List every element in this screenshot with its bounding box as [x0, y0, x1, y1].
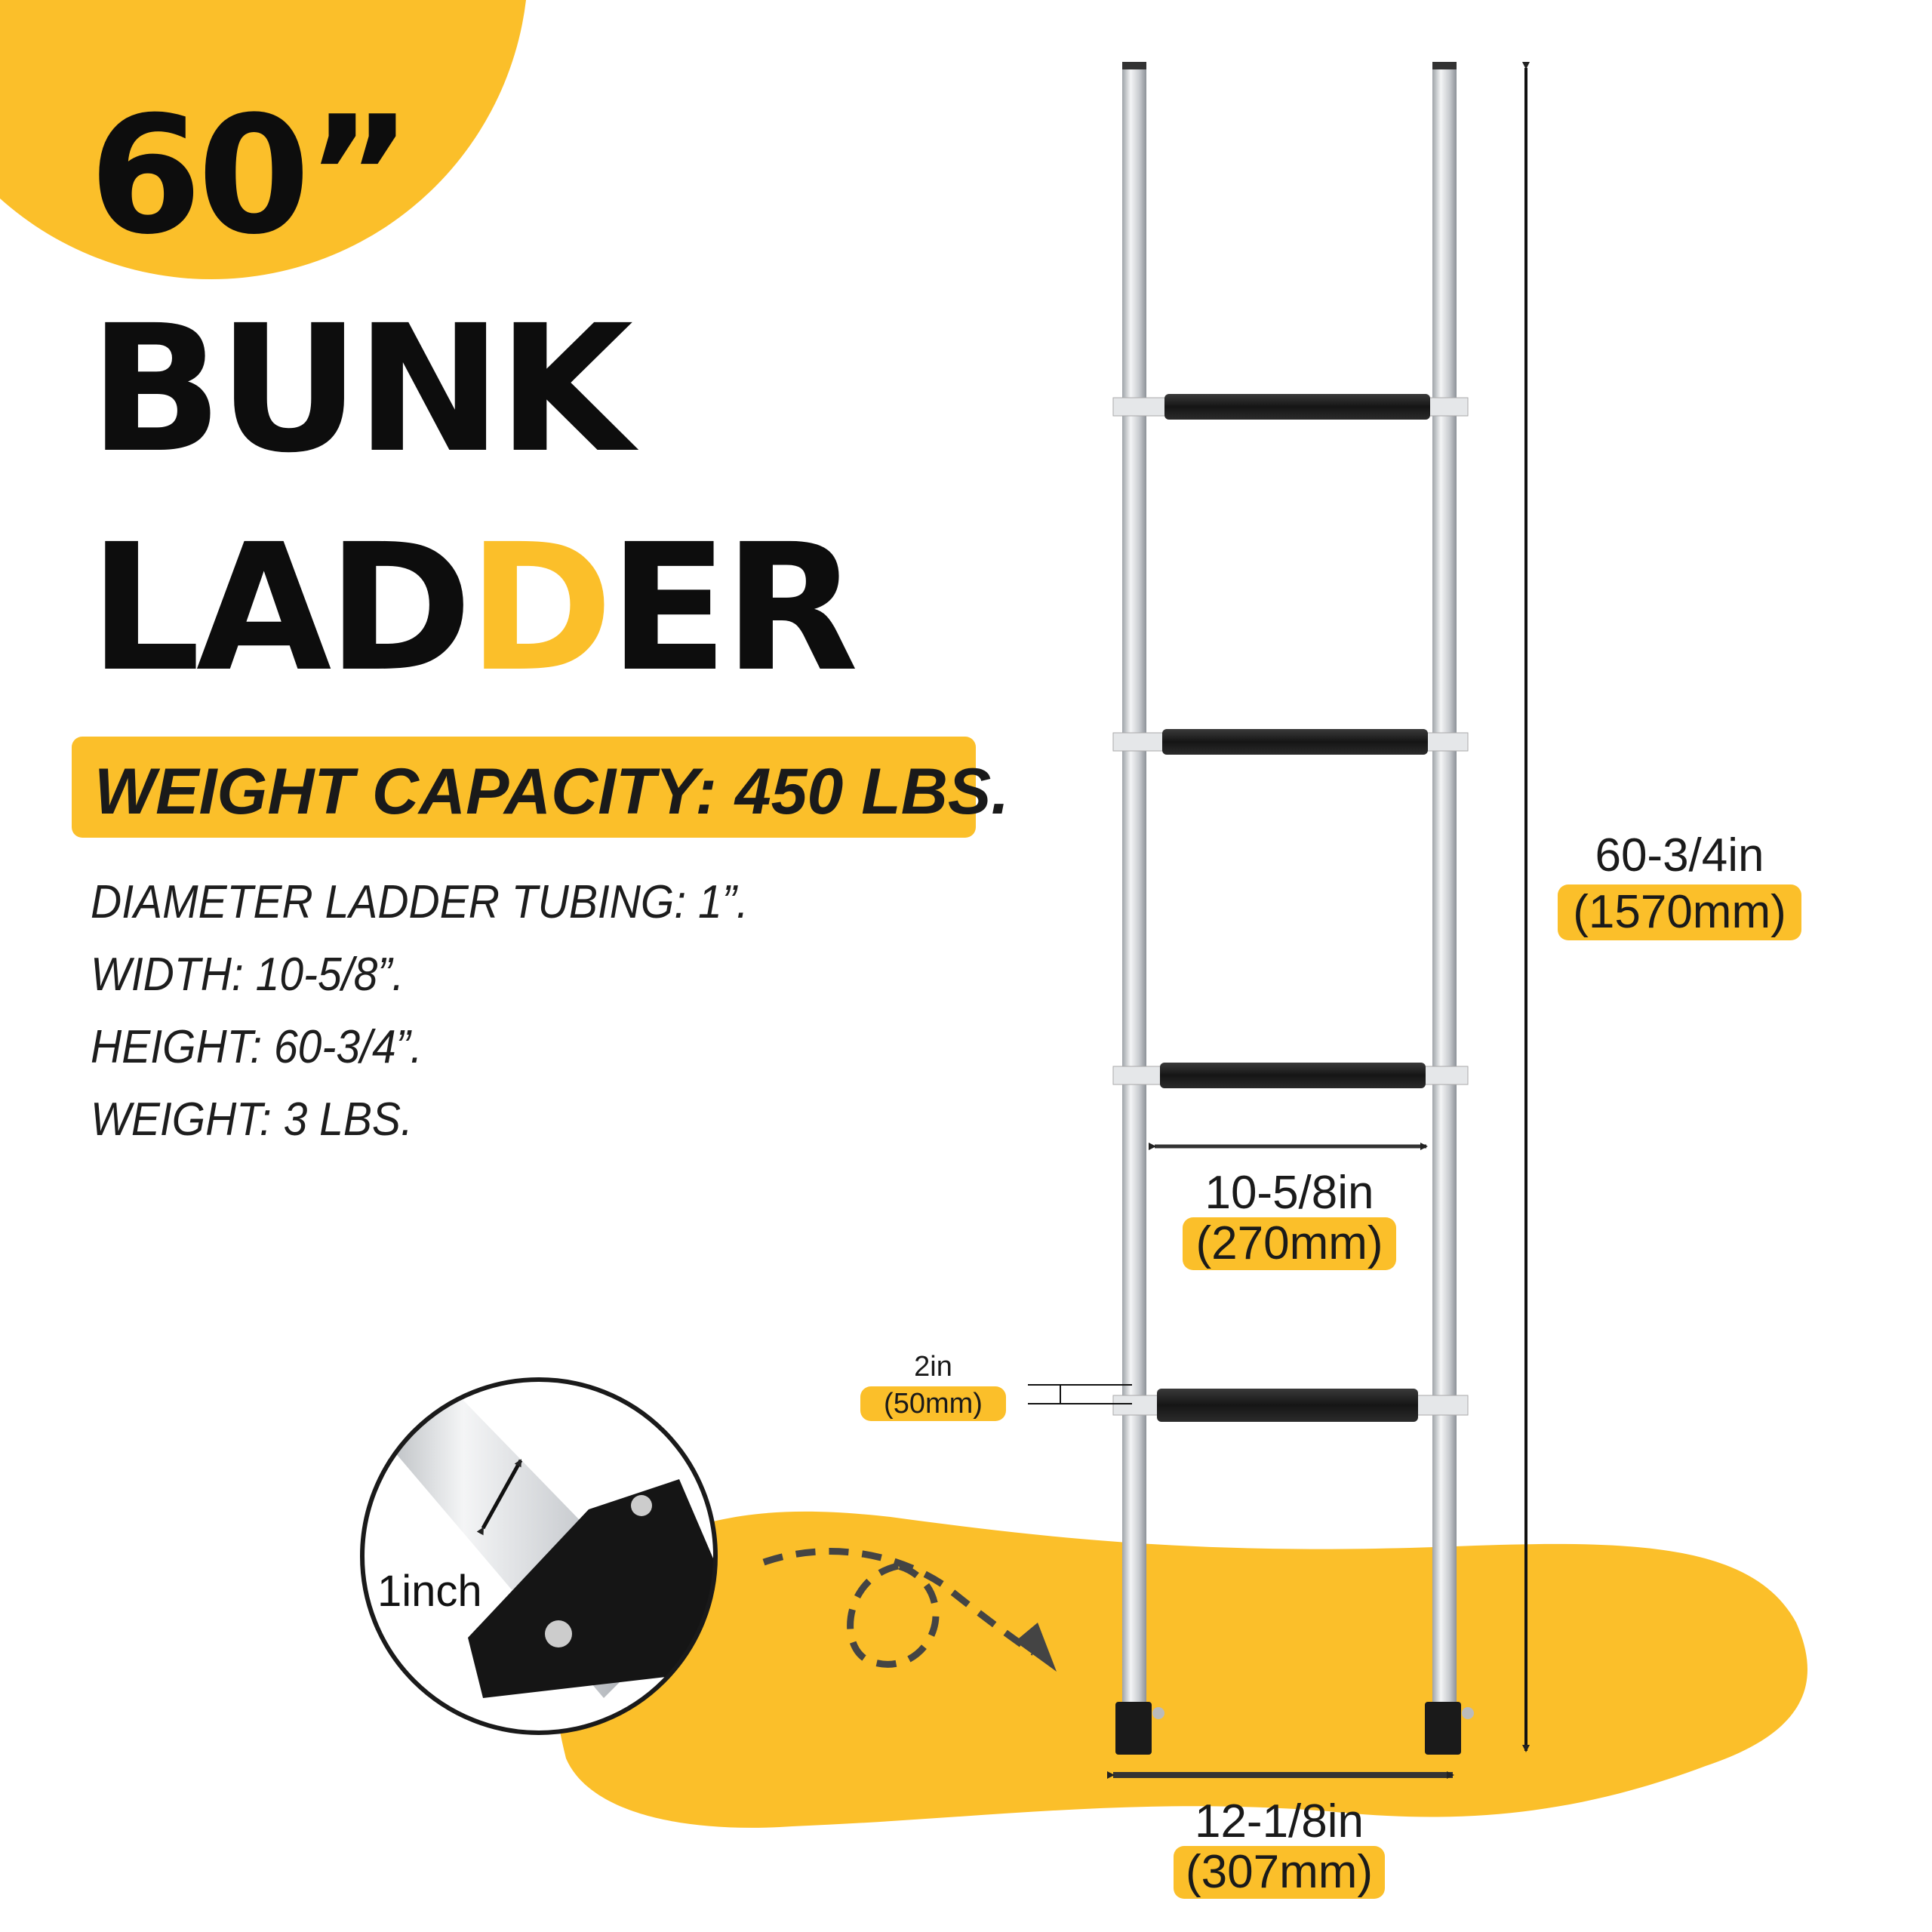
- tube-detail-inset: [360, 1377, 718, 1735]
- title-highlight: D: [467, 506, 614, 710]
- inner-width-in: 10-5/8in: [1204, 1167, 1374, 1219]
- dashed-arrow-icon: [762, 1548, 1036, 1668]
- corner-circle: [0, 0, 526, 279]
- height-mm: (1570mm): [1558, 884, 1801, 940]
- ladder-rungs: [1112, 394, 1469, 1422]
- title-part: LAD: [89, 506, 472, 710]
- weight-capacity-band: [72, 737, 976, 838]
- spec-height: HEIGHT: 60-3/4”.: [91, 1021, 423, 1073]
- title-line-2: LADDER: [89, 521, 859, 696]
- rung-height-in: 2in: [914, 1351, 952, 1383]
- rung: [1112, 1063, 1469, 1088]
- rung: [1112, 394, 1469, 420]
- outer-width-mm: (307mm): [1174, 1846, 1385, 1899]
- spec-width: WIDTH: 10-5/8”.: [91, 949, 405, 1001]
- spec-weight: WEIGHT: 3 LBS.: [91, 1094, 413, 1146]
- size-heading: 60”: [89, 81, 412, 270]
- arrow-head-icon: [1015, 1623, 1057, 1672]
- left-rail: [1122, 62, 1146, 1745]
- height-in: 60-3/4in: [1595, 829, 1764, 881]
- spec-diameter: DIAMETER LADDER TUBING: 1”.: [91, 876, 749, 928]
- title-part: ER: [608, 506, 859, 710]
- ladder-feet: [1115, 1702, 1474, 1755]
- title-line-1: BUNK: [89, 288, 633, 491]
- tube-diameter-label: 1inch: [377, 1567, 482, 1616]
- rung: [1112, 1389, 1469, 1422]
- rung: [1112, 729, 1469, 755]
- right-rail: [1432, 62, 1457, 1745]
- rung-height-mm: (50mm): [860, 1386, 1006, 1421]
- weight-capacity: WEIGHT CAPACITY: 450 LBS.: [94, 755, 1010, 828]
- rung-height-marker: [1028, 1384, 1132, 1404]
- floor-blob: [552, 1511, 1807, 1828]
- inner-width-mm: (270mm): [1183, 1217, 1396, 1270]
- outer-width-in: 12-1/8in: [1194, 1795, 1364, 1847]
